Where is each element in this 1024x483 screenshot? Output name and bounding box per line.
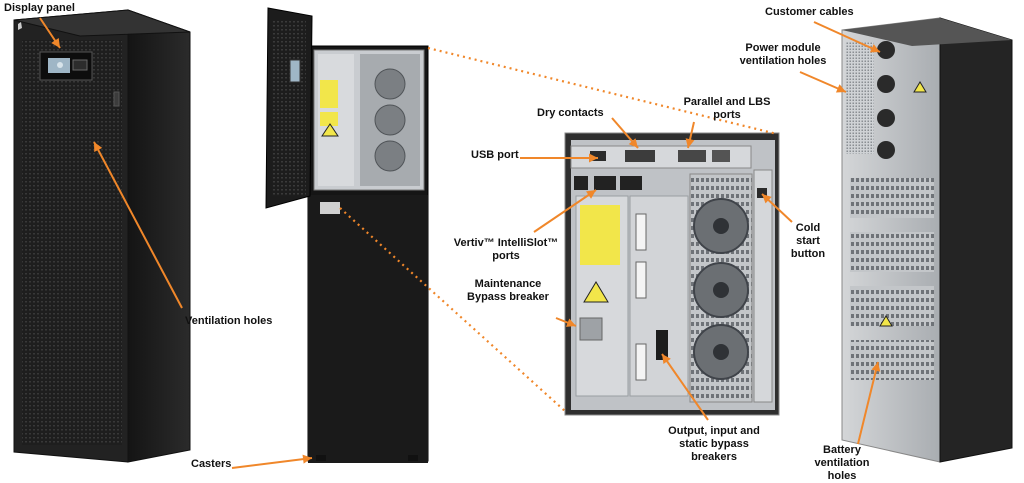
- intellislot-arrow: [533, 189, 597, 233]
- zoom-connectors: [339, 46, 778, 413]
- interior-zoom: [564, 132, 780, 416]
- arrow-head-icon: [565, 318, 576, 327]
- maintenance-bypass-arrow: [555, 317, 577, 327]
- cold-start-arrow: [761, 193, 793, 223]
- arrow-head-icon: [94, 142, 103, 153]
- label-display-panel: Display panel: [4, 2, 75, 14]
- label-power-module-vent: Power module ventilation holes: [739, 42, 827, 67]
- pointer-arrows: [39, 17, 881, 469]
- arrow-head-icon: [302, 454, 312, 464]
- arrow-head-icon: [685, 138, 695, 148]
- label-ventilation-holes: Ventilation holes: [185, 315, 273, 327]
- arrow-head-icon: [869, 44, 880, 53]
- dry-contacts-arrow: [611, 117, 639, 149]
- open-cabinet: [265, 7, 429, 463]
- front-cabinet: [13, 9, 191, 463]
- arrow-head-icon: [871, 362, 881, 372]
- arrow-head-icon: [762, 194, 772, 204]
- output-bypass-arrow: [661, 353, 709, 421]
- ventilation-holes-arrow: [93, 141, 183, 309]
- customer-cables-arrow: [813, 21, 881, 53]
- display-panel-arrow: [39, 17, 61, 49]
- parallel-lbs-arrow: [685, 121, 695, 149]
- label-usb-port: USB port: [471, 149, 519, 161]
- arrow-head-icon: [662, 354, 671, 364]
- label-maintenance-bypass: Maintenance Bypass breaker: [467, 278, 549, 303]
- label-casters: Casters: [191, 458, 232, 470]
- label-cold-start: Cold start button: [790, 222, 826, 260]
- battery-vent-arrow: [857, 361, 881, 445]
- arrow-head-icon: [51, 38, 60, 48]
- power-module-vent-arrow: [799, 71, 847, 93]
- usb-port-arrow: [520, 153, 598, 163]
- label-output-input-bypass: Output, input and static bypass breakers: [668, 425, 760, 463]
- arrow-head-icon: [628, 138, 638, 148]
- casters-arrow: [231, 454, 313, 469]
- label-battery-vent: Battery ventilation holes: [814, 444, 870, 482]
- label-intellislot-ports: Vertiv™ IntelliSlot™ ports: [453, 237, 559, 262]
- label-dry-contacts: Dry contacts: [537, 107, 604, 119]
- label-parallel-lbs-ports: Parallel and LBS ports: [683, 96, 771, 121]
- rear-cabinet: [841, 17, 1013, 463]
- label-customer-cables: Customer cables: [765, 6, 854, 18]
- arrow-head-icon: [589, 153, 598, 163]
- arrow-head-icon: [586, 190, 596, 199]
- arrow-head-icon: [835, 84, 846, 93]
